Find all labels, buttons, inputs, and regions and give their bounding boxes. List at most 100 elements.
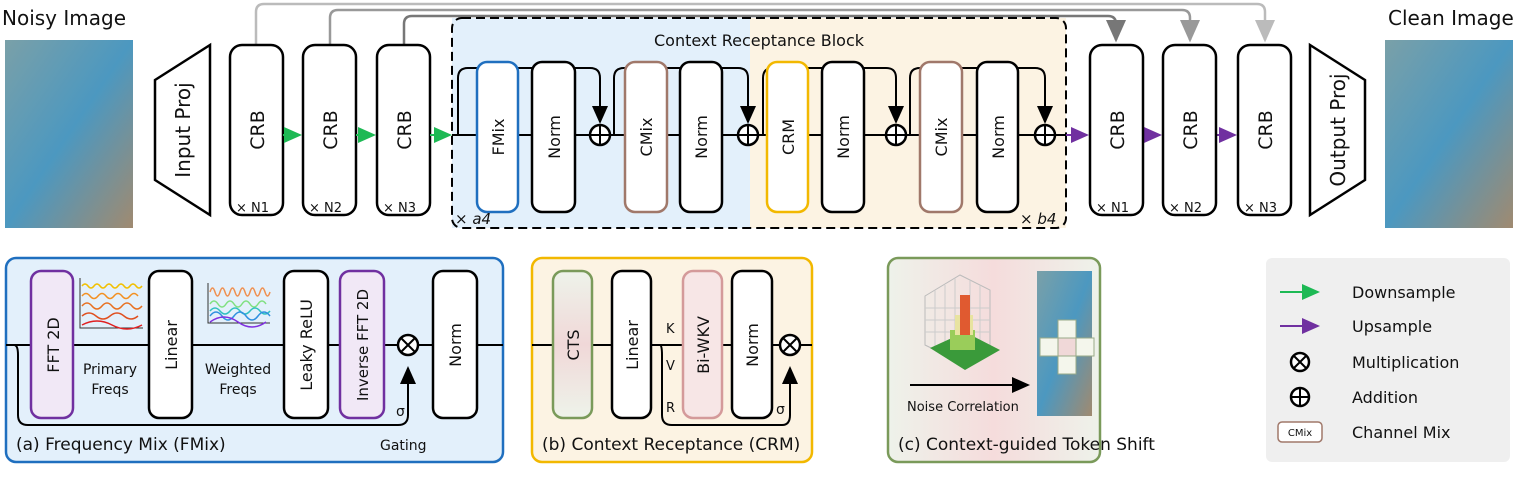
encoder-crb-2: CRB × N2 [301, 43, 358, 217]
circle-times-icon [778, 333, 802, 357]
svg-text:Norm: Norm [545, 115, 564, 159]
norm-block: Norm [730, 269, 774, 420]
svg-text:Norm: Norm [692, 115, 711, 159]
input-proj-label: Input Proj [171, 82, 195, 177]
v-label: V [666, 359, 675, 374]
bi-wkv-block: Bi-WKV [681, 269, 724, 420]
svg-text:FMix: FMix [489, 119, 508, 156]
skip-connection-1 [254, 2, 1275, 45]
svg-text:CRB: CRB [247, 110, 269, 150]
svg-text:× N1: × N1 [236, 201, 269, 216]
legend-upsample: Upsample [1352, 317, 1432, 336]
svg-text:Linear: Linear [623, 320, 642, 370]
svg-text:CRM: CRM [779, 119, 798, 155]
linear-block: Linear [147, 269, 194, 420]
svg-text:CRB: CRB [394, 110, 416, 150]
output-proj-block [1308, 42, 1367, 218]
sigma-label: σ [396, 404, 405, 420]
input-proj-block [153, 42, 212, 218]
norm-block: Norm [431, 269, 479, 420]
output-proj-label: Output Proj [1326, 73, 1350, 186]
inverse-fft-block: Inverse FFT 2D [338, 269, 386, 420]
norm-block: Norm [678, 60, 724, 214]
cmix-block: CMix [918, 60, 964, 214]
sigma-label: σ [776, 402, 785, 418]
legend-downsample: Downsample [1352, 283, 1456, 302]
circle-plus-icon [736, 123, 760, 147]
primary-freqs-chart [79, 278, 143, 330]
mult-a: × a4 [455, 210, 491, 228]
svg-text:CMix: CMix [932, 118, 951, 157]
svg-text:Norm: Norm [446, 323, 465, 367]
svg-text:CMix: CMix [1288, 428, 1312, 439]
svg-text:× N2: × N2 [1169, 201, 1202, 216]
svg-text:CRB: CRB [320, 110, 342, 150]
fmix-block: FMix [475, 60, 520, 214]
legend-channel-mix: Channel Mix [1352, 423, 1451, 442]
freqs-label: Freqs [91, 382, 128, 398]
skip-connection-2 [328, 8, 1200, 45]
clean-image [1385, 40, 1513, 228]
crm-caption: (b) Context Receptance (CRM) [542, 435, 800, 455]
svg-text:Leaky ReLU: Leaky ReLU [297, 299, 316, 391]
circle-plus-icon [1289, 386, 1311, 408]
decoder-crb-3: CRB × N3 [1236, 43, 1293, 217]
crm-panel: CTS Linear K V R Bi-WKV Norm σ (b) Conte… [530, 256, 814, 464]
block-title: Context Receptance Block [654, 31, 865, 50]
svg-text:× N3: × N3 [383, 201, 416, 216]
skip-connection-3 [402, 14, 1126, 45]
freqs-label: Freqs [219, 382, 256, 398]
legend: Downsample Upsample Multiplication Addit… [1266, 258, 1510, 462]
circle-times-icon [396, 333, 420, 357]
gating-label: Gating [380, 438, 427, 454]
noisy-image-label: Noisy Image [2, 6, 126, 30]
mult-b: × b4 [1020, 210, 1056, 228]
noise-correlation-label: Noise Correlation [907, 400, 1019, 415]
circle-plus-icon [1033, 123, 1057, 147]
circle-plus-icon [884, 123, 908, 147]
svg-text:Norm: Norm [834, 115, 853, 159]
svg-text:Bi-WKV: Bi-WKV [694, 316, 713, 374]
legend-multiplication: Multiplication [1352, 353, 1459, 372]
fft-2d-block: FFT 2D [29, 269, 75, 420]
svg-text:× N3: × N3 [1244, 201, 1277, 216]
norm-block: Norm [820, 60, 866, 214]
primary-label: Primary [83, 362, 137, 378]
encoder-crb-3: CRB × N3 [375, 43, 432, 217]
svg-text:Norm: Norm [743, 323, 762, 367]
cmix-box-icon: CMix [1277, 421, 1323, 443]
decoder-crb-2: CRB × N2 [1161, 43, 1218, 217]
decoder-crb-1: CRB × N1 [1088, 43, 1145, 217]
weighted-freqs-chart [207, 283, 271, 328]
noisy-image [5, 40, 133, 228]
svg-text:× N1: × N1 [1096, 201, 1129, 216]
leaky-relu-block: Leaky ReLU [282, 269, 330, 420]
weighted-label: Weighted [205, 362, 271, 378]
fmix-caption: (a) Frequency Mix (FMix) [16, 435, 226, 455]
norm-block: Norm [975, 60, 1020, 214]
cts-block: CTS [551, 269, 594, 420]
svg-text:CRB: CRB [1255, 110, 1277, 150]
norm-block: Norm [530, 60, 577, 214]
linear-block: Linear [610, 269, 653, 420]
clean-image-label: Clean Image [1388, 6, 1514, 30]
svg-text:Linear: Linear [162, 320, 181, 370]
r-label: R [666, 401, 675, 416]
svg-text:CTS: CTS [564, 329, 583, 360]
fmix-panel: FFT 2D Primary Freqs Linear Weighted Fre… [4, 256, 505, 464]
context-receptance-block: Context Receptance Block FMix Norm CMix … [451, 17, 1067, 229]
cts-caption: (c) Context-guided Token Shift [898, 435, 1155, 455]
circle-times-icon [1289, 351, 1311, 373]
circle-plus-icon [588, 123, 612, 147]
noise-correlation-3d-chart [924, 274, 1000, 370]
k-label: K [666, 322, 675, 337]
cmix-block: CMix [623, 60, 669, 214]
token-shift-image [1037, 271, 1095, 416]
crm-block: CRM [765, 60, 810, 214]
svg-text:FFT 2D: FFT 2D [44, 317, 63, 372]
svg-text:CMix: CMix [637, 118, 656, 157]
svg-text:Norm: Norm [989, 115, 1008, 159]
cts-panel: Noise Correlation (c) Context-guided Tok… [886, 256, 1155, 464]
